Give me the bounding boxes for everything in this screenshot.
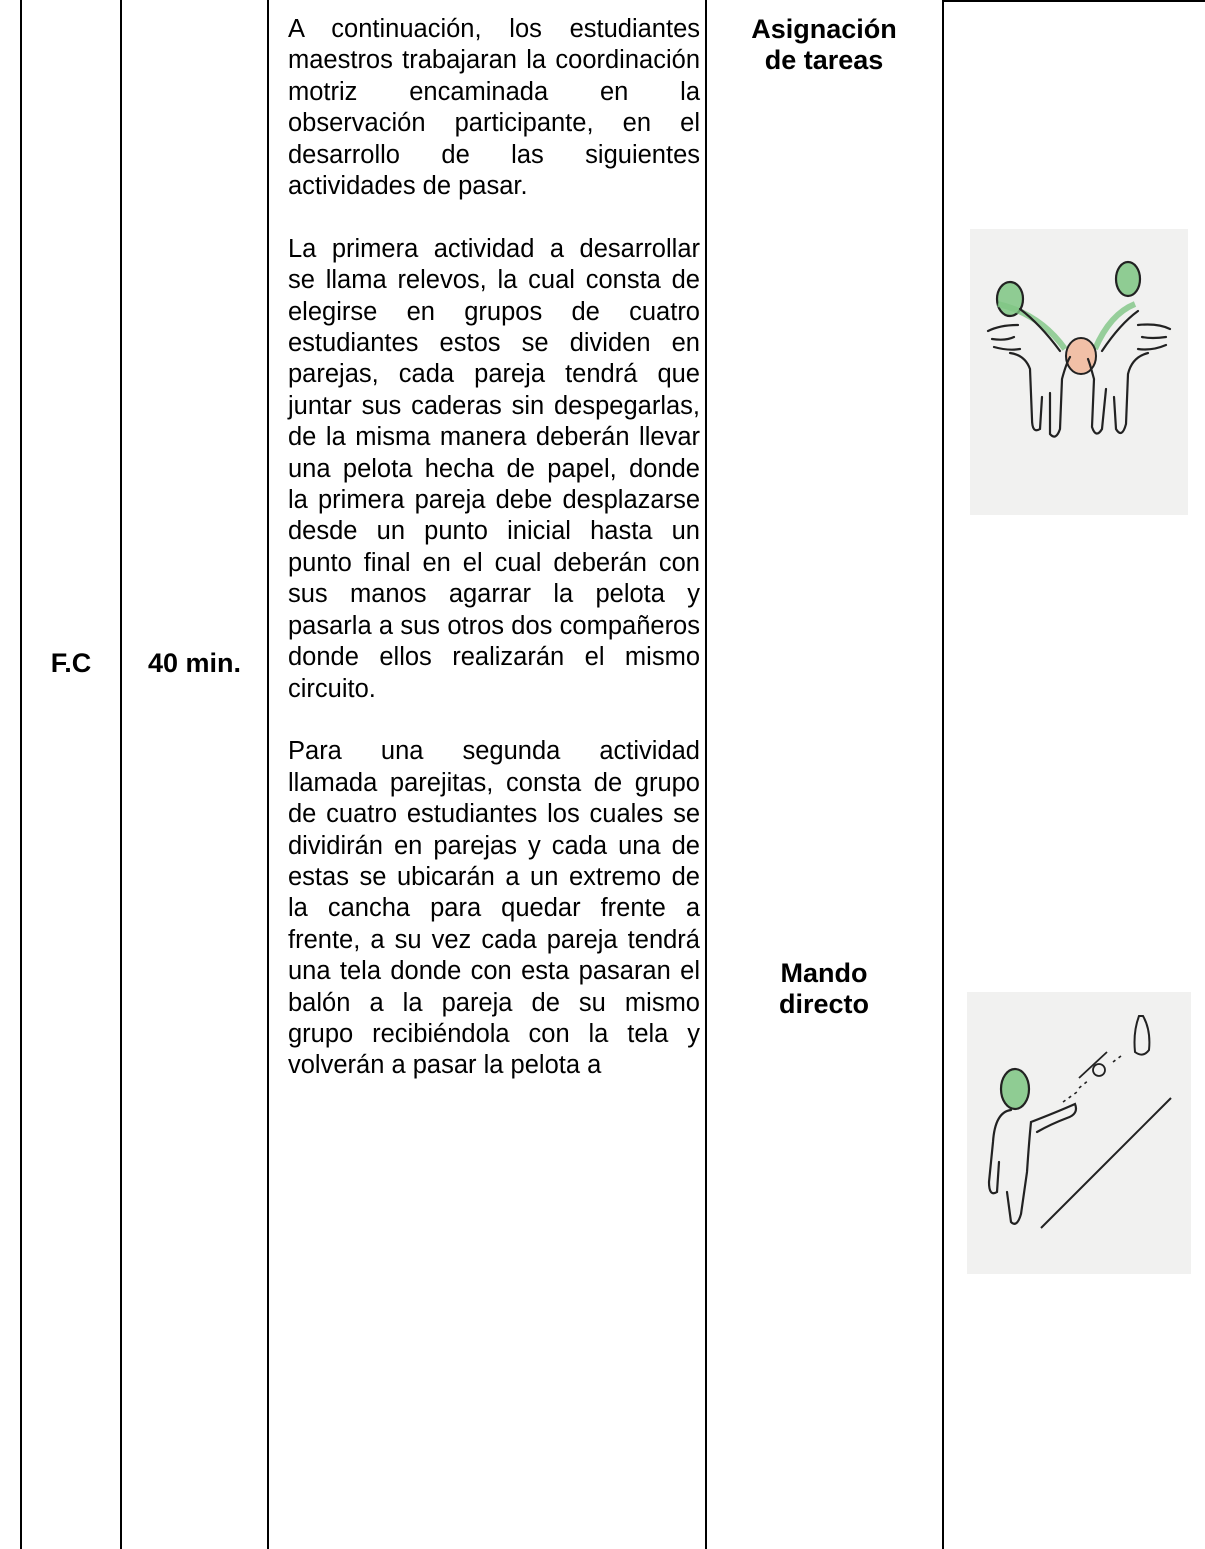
pair-passing-ball-illustration — [970, 229, 1188, 515]
strategy-direct-command: Mando directo — [778, 958, 870, 1019]
time-cell: 40 min. — [147, 648, 242, 678]
description-paragraph-2: La primera actividad a desarrollar se ll… — [288, 234, 700, 703]
activity-description: A continuación, los estudiantes maestros… — [288, 14, 700, 1113]
table-border-col1 — [120, 0, 122, 1549]
strategy-assignment: Asignación de tareas — [751, 14, 897, 75]
table-border-top — [942, 0, 1205, 2]
table-border-col4 — [942, 0, 944, 1549]
table-border-col3 — [705, 0, 707, 1549]
table-border-left — [20, 0, 22, 1549]
description-paragraph-1: A continuación, los estudiantes maestros… — [288, 15, 700, 201]
throwing-ball-illustration — [967, 992, 1191, 1274]
description-paragraph-3: Para una segunda actividad llamada parej… — [288, 737, 700, 1080]
table-border-col2 — [267, 0, 269, 1549]
phase-cell: F.C — [50, 648, 92, 678]
